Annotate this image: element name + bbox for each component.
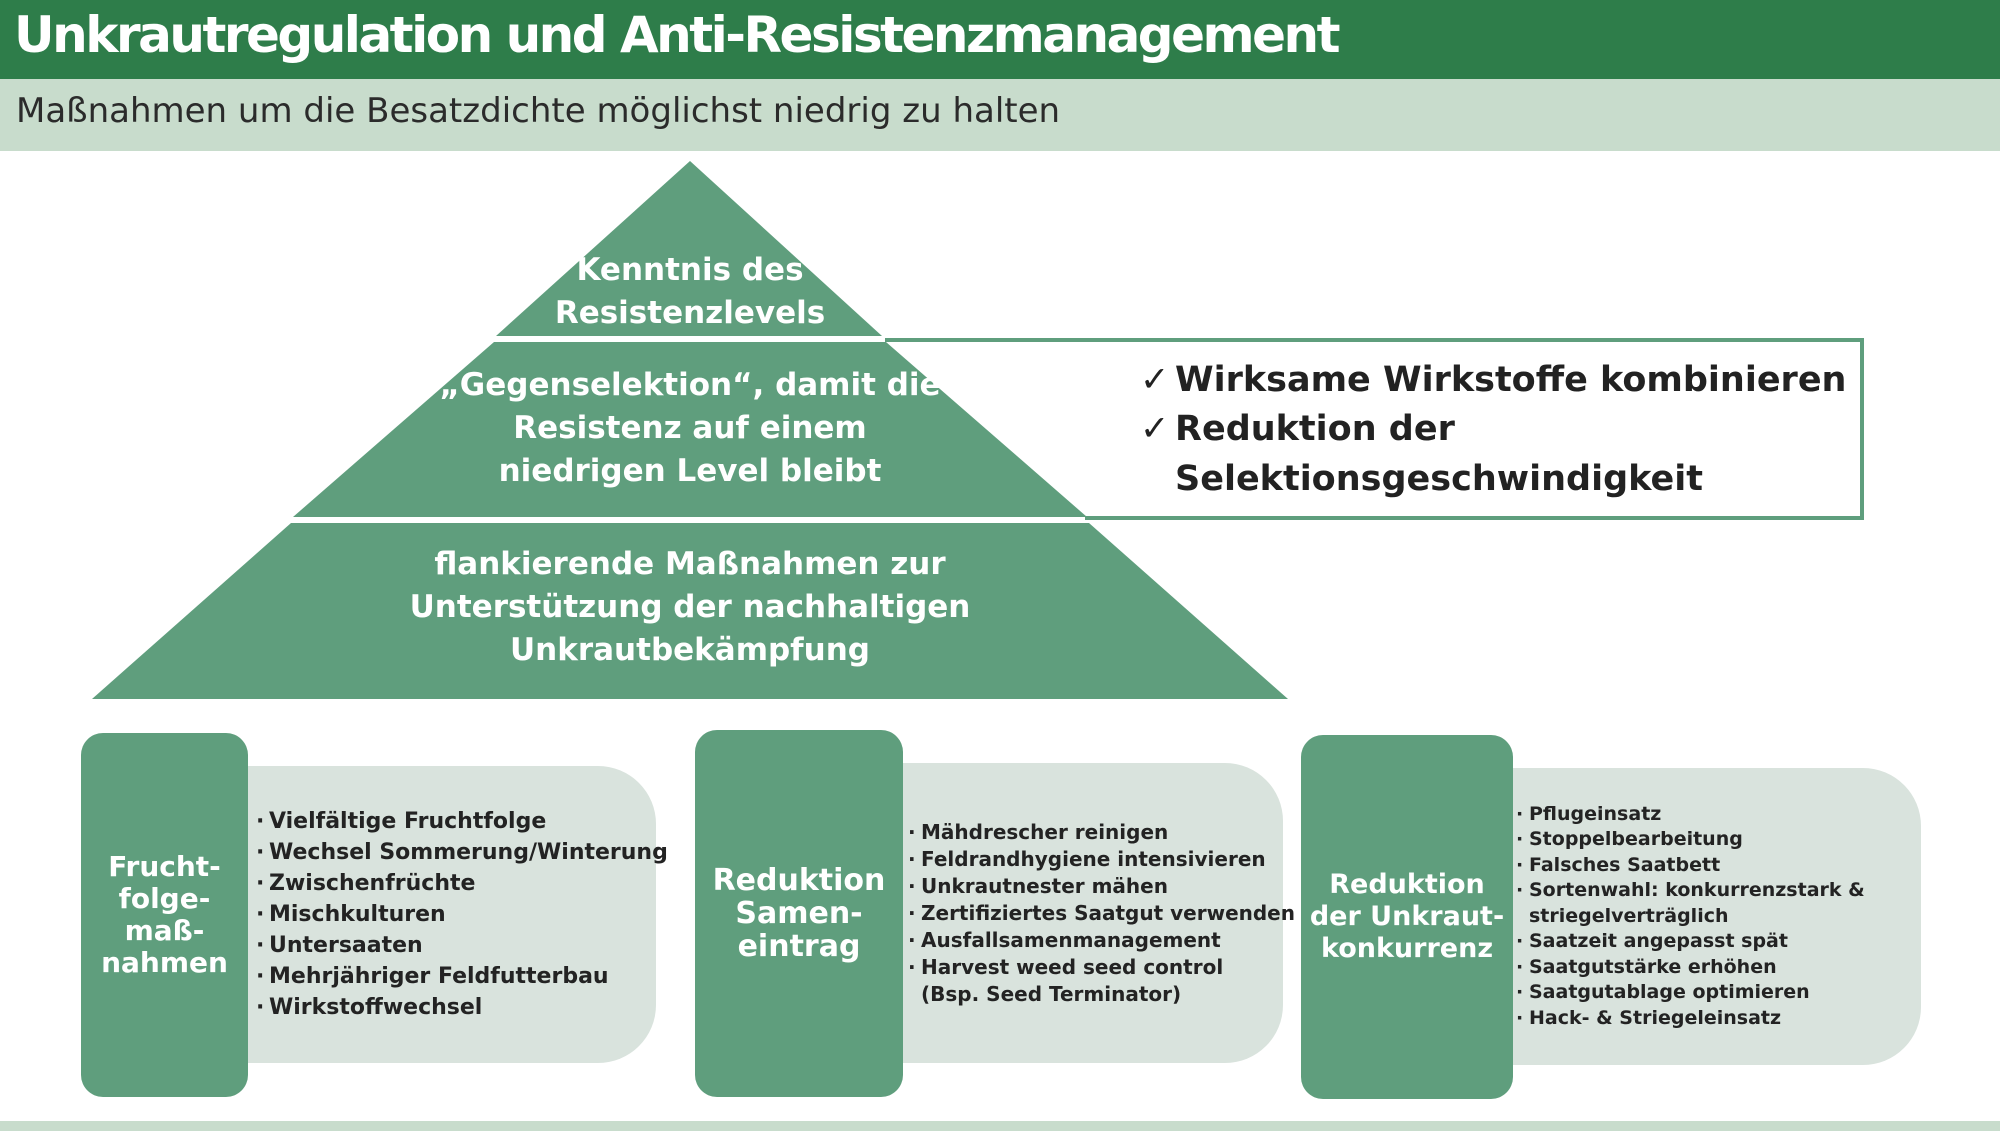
list-item-line: striegelverträglich bbox=[1529, 904, 1729, 927]
list-item: Saatzeit angepasst spät bbox=[1516, 929, 1865, 955]
measure-list-seed-input: Mähdrescher reinigen Feldrandhygiene int… bbox=[896, 763, 1295, 1063]
list-item: Saatgutstärke erhöhen bbox=[1516, 955, 1865, 981]
measure-label-line: konkurrenz bbox=[1320, 933, 1494, 964]
list-item: Sortenwahl: konkurrenzstark & striegelve… bbox=[1516, 878, 1865, 929]
callout-line: Selektionsgeschwindigkeit bbox=[1175, 459, 1703, 499]
measure-label-seed-input: Reduktion Samen- eintrag bbox=[695, 730, 903, 1097]
measure-label-weed-competition: Reduktion der Unkraut- konkurrenz bbox=[1301, 735, 1513, 1099]
checkmark-icon: ✓ bbox=[1140, 409, 1170, 449]
measure-label-line: folge- bbox=[118, 882, 211, 915]
pyramid-middle-line: niedrigen Level bleibt bbox=[498, 453, 882, 489]
pyramid-middle-tier bbox=[293, 342, 1087, 517]
bottom-strip bbox=[0, 1121, 2000, 1131]
measure-list-crop-rotation: Vielfältige Fruchtfolge Wechsel Sommerun… bbox=[240, 766, 668, 1063]
pyramid-middle-label: „Gegenselektion“, damit die Resistenz au… bbox=[390, 364, 990, 493]
list-item: Feldrandhygiene intensivieren bbox=[908, 846, 1295, 873]
pyramid-bottom-label: flankierende Maßnahmen zur Unterstützung… bbox=[340, 543, 1040, 672]
list-item: Mischkulturen bbox=[256, 899, 668, 930]
measure-label-line: nahmen bbox=[101, 946, 228, 979]
measure-label-line: eintrag bbox=[737, 929, 861, 964]
page-subtitle: Maßnahmen um die Besatzdichte möglichst … bbox=[16, 91, 1061, 131]
list-item: Wirkstoffwechsel bbox=[256, 992, 668, 1023]
list-item: Pflugeinsatz bbox=[1516, 802, 1865, 828]
header-bar bbox=[0, 0, 2000, 79]
pyramid-bottom-line: flankierende Maßnahmen zur bbox=[434, 546, 946, 582]
callout-line: Reduktion der bbox=[1175, 409, 1455, 449]
pyramid-bottom-line: Unkrautbekämpfung bbox=[509, 632, 870, 668]
list-item: Untersaaten bbox=[256, 930, 668, 961]
list-item: Harvest weed seed control (Bsp. Seed Ter… bbox=[908, 954, 1295, 1008]
subheader-bar bbox=[0, 79, 2000, 151]
pyramid-bottom-tier bbox=[92, 523, 1288, 699]
pyramid-top-label: Kenntnis des Resistenzlevels bbox=[490, 249, 890, 335]
callout-line: Wirksame Wirkstoffe kombinieren bbox=[1175, 360, 1847, 400]
pyramid-top-line: Resistenzlevels bbox=[554, 295, 826, 331]
measure-label-line: Frucht- bbox=[108, 850, 221, 883]
pyramid-middle-line: Resistenz auf einem bbox=[513, 410, 867, 446]
list-item-line: Sortenwahl: konkurrenzstark & bbox=[1529, 879, 1865, 902]
measure-label-line: Samen- bbox=[735, 896, 863, 931]
list-item: Mähdrescher reinigen bbox=[908, 819, 1295, 846]
list-item: Stoppelbearbeitung bbox=[1516, 827, 1865, 853]
page-title: Unkrautregulation und Anti-Resistenzmana… bbox=[14, 6, 1341, 64]
pyramid-middle-line: „Gegenselektion“, damit die bbox=[439, 367, 941, 403]
measure-label-line: Reduktion bbox=[712, 863, 886, 898]
list-item: Zwischenfrüchte bbox=[256, 868, 668, 899]
measure-label-line: der Unkraut- bbox=[1309, 901, 1505, 932]
list-item: Hack- & Striegeleinsatz bbox=[1516, 1006, 1865, 1032]
pyramid-top-tier bbox=[496, 161, 882, 336]
measure-list-weed-competition: Pflugeinsatz Stoppelbearbeitung Falsches… bbox=[1506, 768, 1921, 1065]
list-item: Ausfallsamenmanagement bbox=[908, 927, 1295, 954]
measure-label-line: Reduktion bbox=[1329, 869, 1485, 900]
measure-label-line: maß- bbox=[124, 914, 205, 947]
list-item-line: Harvest weed seed control bbox=[921, 954, 1224, 979]
measure-label-crop-rotation: Frucht- folge- maß- nahmen bbox=[81, 733, 248, 1097]
list-item-line: (Bsp. Seed Terminator) bbox=[921, 981, 1182, 1006]
list-item: Vielfältige Fruchtfolge bbox=[256, 806, 668, 837]
pyramid-top-line: Kenntnis des bbox=[576, 252, 804, 288]
list-item: Unkrautnester mähen bbox=[908, 873, 1295, 900]
list-item: Saatgutablage optimieren bbox=[1516, 980, 1865, 1006]
list-item: Zertifiziertes Saatgut verwenden bbox=[908, 900, 1295, 927]
callout-frame bbox=[885, 338, 1864, 520]
list-item: Wechsel Sommerung/Winterung bbox=[256, 837, 668, 868]
list-item: Falsches Saatbett bbox=[1516, 853, 1865, 879]
checkmark-icon: ✓ bbox=[1140, 360, 1170, 400]
pyramid-bottom-line: Unterstützung der nachhaltigen bbox=[409, 589, 971, 625]
list-item: Mehrjähriger Feldfutterbau bbox=[256, 961, 668, 992]
